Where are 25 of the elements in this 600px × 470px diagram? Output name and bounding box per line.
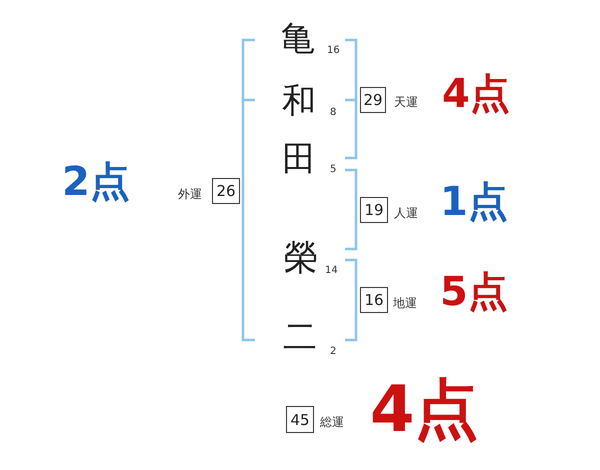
name-character: 亀 bbox=[281, 22, 315, 56]
score-label: 5点 bbox=[440, 272, 508, 312]
score-label: 4点 bbox=[370, 378, 479, 442]
score-label: 2点 bbox=[62, 162, 130, 202]
name-character: 田 bbox=[282, 142, 316, 176]
stroke-count: 8 bbox=[330, 108, 336, 118]
fortune-label: 人運 bbox=[394, 207, 418, 219]
number-box: 26 bbox=[212, 178, 240, 204]
number-box: 45 bbox=[286, 406, 314, 433]
number-box: 19 bbox=[360, 197, 388, 223]
number-box: 16 bbox=[360, 287, 388, 313]
stroke-count: 5 bbox=[330, 165, 336, 175]
name-character: 榮 bbox=[284, 241, 318, 275]
fortune-label: 天運 bbox=[394, 96, 418, 108]
stroke-count: 14 bbox=[325, 266, 338, 276]
stroke-count: 16 bbox=[327, 46, 340, 56]
name-character: 二 bbox=[283, 320, 317, 354]
fortune-label: 地運 bbox=[393, 297, 417, 309]
stroke-count: 2 bbox=[330, 347, 336, 357]
fortune-label: 総運 bbox=[320, 416, 344, 428]
score-label: 4点 bbox=[442, 74, 510, 114]
name-character: 和 bbox=[282, 84, 316, 118]
number-box: 29 bbox=[360, 87, 386, 113]
fortune-label: 外運 bbox=[178, 188, 202, 200]
score-label: 1点 bbox=[440, 182, 508, 222]
